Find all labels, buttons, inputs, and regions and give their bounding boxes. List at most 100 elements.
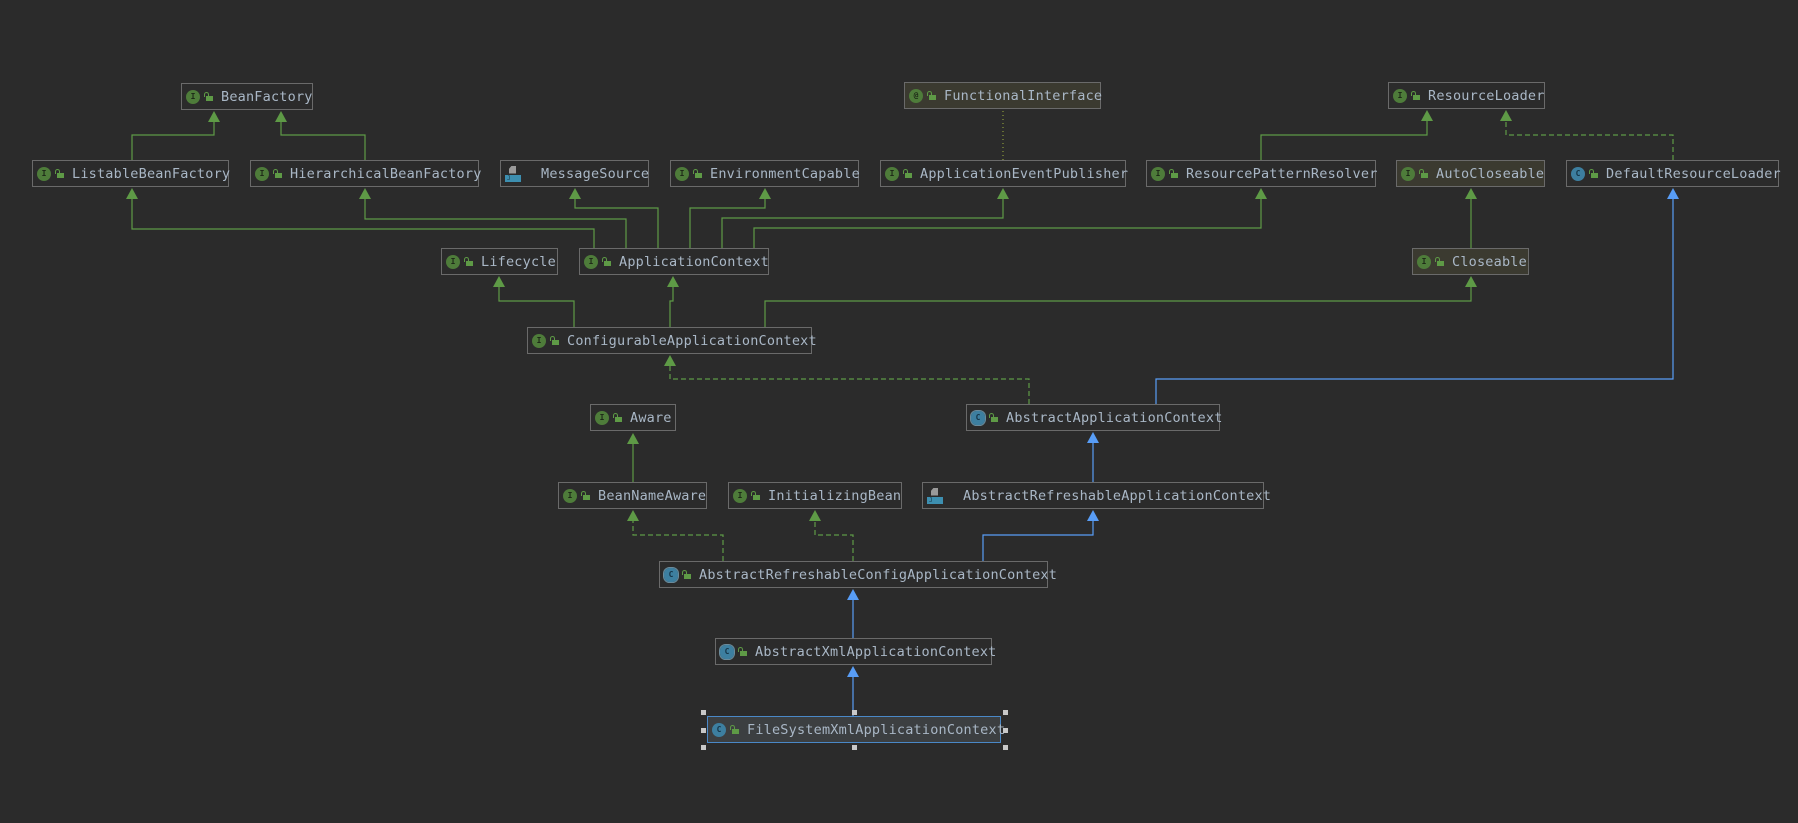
resize-handle[interactable] — [1003, 710, 1008, 715]
node-message-source[interactable]: MessageSource — [500, 160, 649, 187]
resize-handle[interactable] — [701, 745, 706, 750]
edge-line — [753, 198, 1262, 248]
resize-handle[interactable] — [701, 710, 706, 715]
edge-ApplicationContext-to-EnvironmentCapable[interactable] — [689, 188, 771, 248]
arrowhead-icon — [664, 355, 676, 366]
node-label: HierarchicalBeanFactory — [290, 165, 482, 182]
edge-ListableBeanFactory-to-BeanFactory[interactable] — [131, 111, 220, 160]
edge-line — [574, 198, 659, 248]
interface-icon: I — [1401, 166, 1415, 181]
edge-line — [498, 286, 575, 327]
node-abstract-refreshable-application-context[interactable]: AbstractRefreshableApplicationContext — [922, 482, 1271, 509]
public-lock-icon — [682, 570, 691, 579]
arrowhead-icon — [627, 510, 639, 521]
node-label: DefaultResourceLoader — [1606, 165, 1781, 182]
edge-line — [632, 520, 724, 561]
edge-AbstractXmlApplicationContext-to-AbstractRefreshableConfigApplicationContext[interactable] — [847, 589, 859, 638]
edge-AbstractRefreshableConfigApplicationContext-to-AbstractRefreshableApplicationContext[interactable] — [982, 510, 1099, 561]
edge-BeanNameAware-to-Aware[interactable] — [627, 433, 639, 482]
arrowhead-icon — [1500, 110, 1512, 121]
resize-handle[interactable] — [1003, 727, 1008, 733]
node-application-context[interactable]: I ApplicationContext — [579, 248, 769, 275]
node-label: ApplicationContext — [619, 253, 769, 270]
edge-ApplicationContext-to-ApplicationEventPublisher[interactable] — [721, 188, 1009, 248]
node-label: EnvironmentCapable — [710, 165, 860, 182]
edge-AbstractRefreshableConfigApplicationContext-to-InitializingBean[interactable] — [809, 510, 854, 561]
edge-line — [364, 198, 627, 248]
public-lock-icon — [204, 92, 213, 101]
edge-ApplicationContext-to-MessageSource[interactable] — [569, 188, 659, 248]
node-environment-capable[interactable]: I EnvironmentCapable — [670, 160, 860, 187]
java-source-icon — [505, 166, 521, 182]
interface-icon: I — [675, 166, 689, 181]
resize-handle[interactable] — [852, 710, 857, 715]
node-label: AbstractRefreshableConfigApplicationCont… — [699, 566, 1058, 583]
annotation-icon: @ — [909, 88, 923, 103]
public-lock-icon — [730, 725, 739, 734]
edge-AbstractRefreshableApplicationContext-to-AbstractApplicationContext[interactable] — [1087, 432, 1099, 482]
node-label: InitializingBean — [768, 487, 902, 504]
arrowhead-icon — [208, 111, 220, 122]
arrowhead-icon — [627, 433, 639, 444]
edge-line — [814, 520, 854, 561]
arrowhead-icon — [1087, 432, 1099, 443]
edge-DefaultResourceLoader-to-ResourceLoader[interactable] — [1500, 110, 1674, 160]
class-icon: C — [1571, 166, 1585, 181]
resize-handle[interactable] — [701, 727, 706, 733]
node-functional-interface[interactable]: @FunctionalInterface — [904, 82, 1102, 109]
node-label: Lifecycle — [481, 253, 556, 270]
node-label: BeanFactory — [221, 88, 313, 105]
interface-icon: I — [584, 254, 598, 269]
edge-ConfigurableApplicationContext-to-ApplicationContext[interactable] — [667, 276, 679, 327]
node-label: Aware — [630, 409, 672, 426]
edge-ApplicationContext-to-ListableBeanFactory[interactable] — [126, 188, 595, 248]
edge-line — [280, 121, 366, 160]
class-icon: C — [712, 722, 726, 737]
edge-line — [764, 286, 1472, 327]
public-lock-icon — [602, 257, 611, 266]
node-label: ListableBeanFactory — [72, 165, 231, 182]
edge-ConfigurableApplicationContext-to-Closeable[interactable] — [764, 276, 1477, 327]
node-default-resource-loader[interactable]: C DefaultResourceLoader — [1566, 160, 1781, 187]
edge-AbstractRefreshableConfigApplicationContext-to-BeanNameAware[interactable] — [627, 510, 724, 561]
edge-Closeable-to-AutoCloseable[interactable] — [1465, 188, 1477, 248]
resize-handle[interactable] — [852, 745, 857, 750]
edge-line — [689, 198, 766, 248]
public-lock-icon — [550, 336, 559, 345]
arrowhead-icon — [1255, 188, 1267, 199]
edge-HierarchicalBeanFactory-to-BeanFactory[interactable] — [275, 111, 366, 160]
edge-ResourcePatternResolver-to-ResourceLoader[interactable] — [1260, 110, 1433, 160]
edge-FileSystemXmlApplicationContext-to-AbstractXmlApplicationContext[interactable] — [847, 666, 859, 716]
edge-line — [131, 121, 215, 160]
arrowhead-icon — [1421, 110, 1433, 121]
edge-ApplicationContext-to-HierarchicalBeanFactory[interactable] — [359, 188, 627, 248]
edge-AbstractApplicationContext-to-DefaultResourceLoader[interactable] — [1155, 188, 1679, 404]
interface-icon: I — [1151, 166, 1165, 181]
node-label: AbstractXmlApplicationContext — [755, 643, 997, 660]
edge-ConfigurableApplicationContext-to-Lifecycle[interactable] — [493, 276, 575, 327]
edge-ApplicationContext-to-ResourcePatternResolver[interactable] — [753, 188, 1267, 248]
edge-AbstractApplicationContext-to-ConfigurableApplicationContext[interactable] — [664, 355, 1030, 404]
resize-handle[interactable] — [1003, 745, 1008, 750]
public-lock-icon — [1169, 169, 1178, 178]
public-lock-icon — [613, 413, 622, 422]
interface-icon: I — [1417, 254, 1431, 269]
